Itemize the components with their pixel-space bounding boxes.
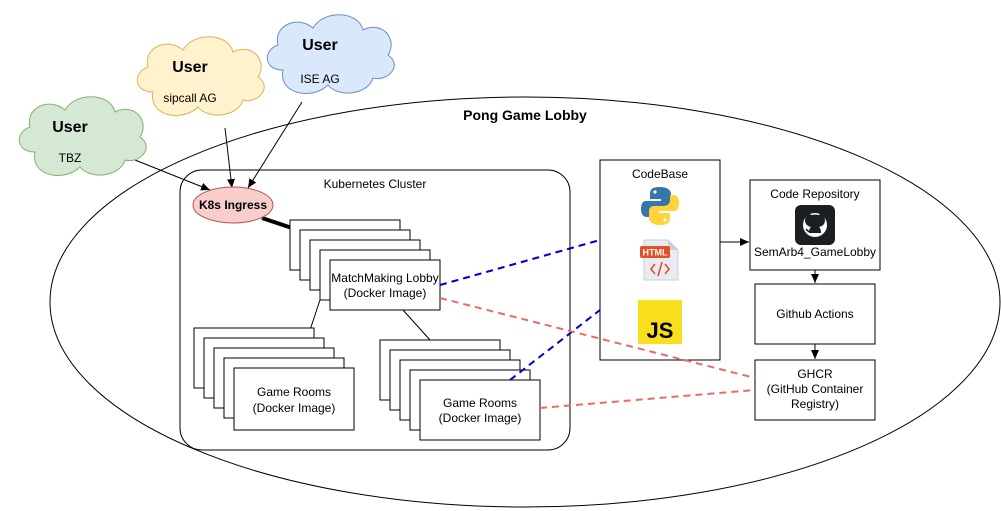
matchmaking-line2: (Docker Image) xyxy=(344,286,427,300)
matchmaking-line1: MatchMaking Lobby xyxy=(331,271,438,285)
user-heading: User xyxy=(302,37,338,54)
user-cloud-sipcall: User sipcall AG xyxy=(136,36,265,116)
gamerooms-left-stack: Game Rooms (Docker Image) xyxy=(193,327,355,431)
user-cloud-ise: User ISE AG xyxy=(266,14,395,94)
edge-tbz-ingress xyxy=(134,159,211,191)
gamerooms-right-line2: (Docker Image) xyxy=(439,411,522,425)
gamerooms-left xyxy=(233,367,355,431)
k8s-ingress xyxy=(192,186,274,224)
gamerooms-right-line1: Game Rooms xyxy=(443,396,517,410)
edge-matchmaking-gamerooms-right xyxy=(402,309,431,341)
diagram-title: Pong Game Lobby xyxy=(463,107,587,123)
gamerooms-right xyxy=(419,379,541,441)
html-badge-text: HTML xyxy=(643,248,668,258)
repo-name: SemArb4_GameLobby xyxy=(754,245,876,259)
cloud-shape xyxy=(18,96,147,176)
gamerooms-left-line1: Game Rooms xyxy=(257,385,331,399)
python-icon xyxy=(641,187,679,225)
matchmaking-stack: MatchMaking Lobby (Docker Image) xyxy=(289,219,441,311)
gamerooms-left-line2: (Docker Image) xyxy=(253,401,336,415)
ghcr-line3: Registry) xyxy=(791,397,839,411)
dash-matchmaking-ghcr xyxy=(439,297,756,379)
dash-matchmaking-codebase xyxy=(439,239,601,286)
javascript-icon: JS xyxy=(638,300,682,344)
ingress-label: K8s Ingress xyxy=(199,198,267,212)
ghcr-box xyxy=(754,359,876,421)
repo-label: Code Repository xyxy=(770,187,859,201)
edge-ingress-matchmaking xyxy=(261,216,293,230)
html-icon: HTML xyxy=(640,239,679,281)
ghcr-line2: (GitHub Container xyxy=(767,382,864,396)
edge-sipcall-ingress xyxy=(224,127,235,189)
matchmaking-lobby xyxy=(329,259,441,311)
github-actions-box xyxy=(754,283,876,345)
user-org: ISE AG xyxy=(300,72,339,86)
actions-label: Github Actions xyxy=(776,307,853,321)
user-org: sipcall AG xyxy=(163,91,216,105)
github-icon xyxy=(795,205,835,245)
user-cloud-tbz: User TBZ xyxy=(18,96,147,176)
user-heading: User xyxy=(52,119,88,136)
cluster-label: Kubernetes Cluster xyxy=(324,177,427,191)
js-badge-text: JS xyxy=(647,318,674,343)
user-heading: User xyxy=(172,59,208,76)
edge-ise-ingress xyxy=(247,101,303,189)
user-org: TBZ xyxy=(59,151,82,165)
codebase-label: CodeBase xyxy=(632,167,688,181)
gamerooms-right-stack: Game Rooms (Docker Image) xyxy=(379,339,541,441)
edge-matchmaking-gamerooms-left xyxy=(309,299,321,331)
ghcr-line1: GHCR xyxy=(797,367,833,381)
